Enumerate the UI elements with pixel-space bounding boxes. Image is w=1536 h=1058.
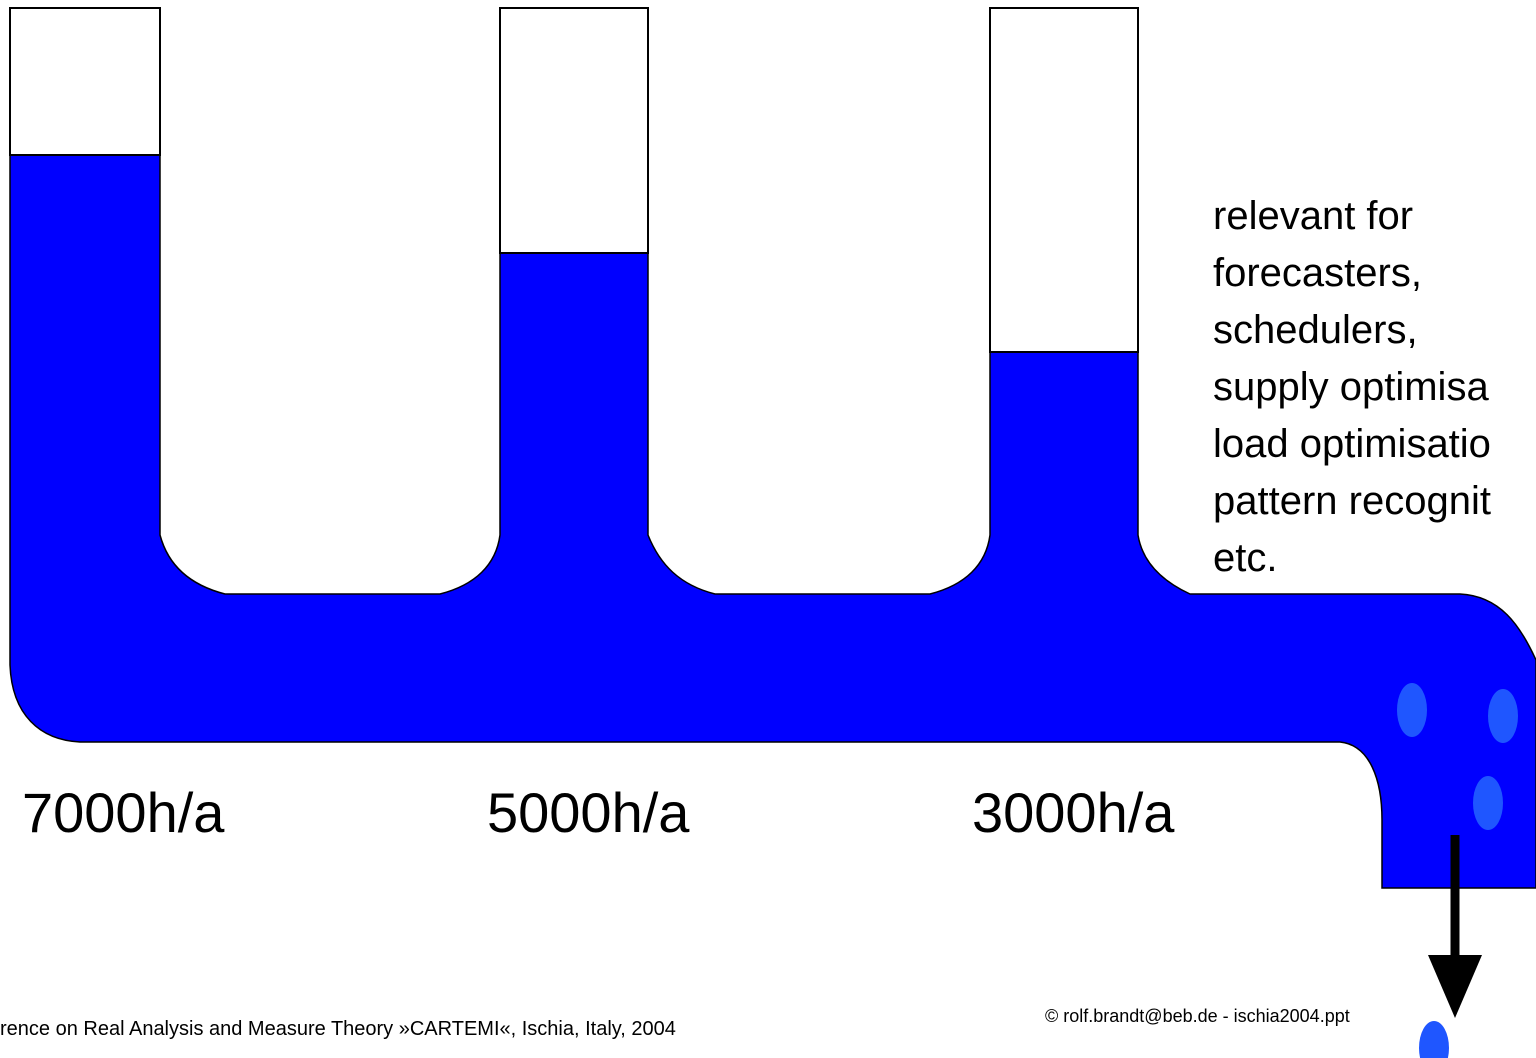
outflow-arrow-head	[1428, 955, 1482, 1018]
water-drop	[1397, 683, 1427, 737]
water-drop	[1419, 1021, 1449, 1058]
column-1-hours: 7000h/a	[22, 781, 225, 844]
water-drop	[1473, 776, 1503, 830]
column-3-tube	[989, 7, 1139, 353]
relevance-item: pattern recognit	[1213, 479, 1491, 523]
water-pipe	[9, 154, 1536, 889]
column-3-hours: 3000h/a	[972, 781, 1175, 844]
relevance-list: relevant for forecasters, schedulers, su…	[1213, 188, 1491, 587]
relevance-item: supply optimisa	[1213, 365, 1489, 409]
column-1-tube	[9, 7, 161, 156]
column-2-tube	[499, 7, 649, 254]
relevance-item: etc.	[1213, 536, 1278, 580]
footer-copyright: © rolf.brandt@beb.de - ischia2004.ppt	[1045, 1006, 1350, 1026]
relevance-item: load optimisatio	[1213, 422, 1491, 466]
footer-conference: rence on Real Analysis and Measure Theor…	[0, 1018, 676, 1040]
water-drop	[1488, 689, 1518, 743]
column-2-hours: 5000h/a	[487, 781, 690, 844]
relevance-item: schedulers,	[1213, 308, 1418, 352]
relevance-item: forecasters,	[1213, 251, 1422, 295]
relevance-item: relevant for	[1213, 194, 1414, 238]
